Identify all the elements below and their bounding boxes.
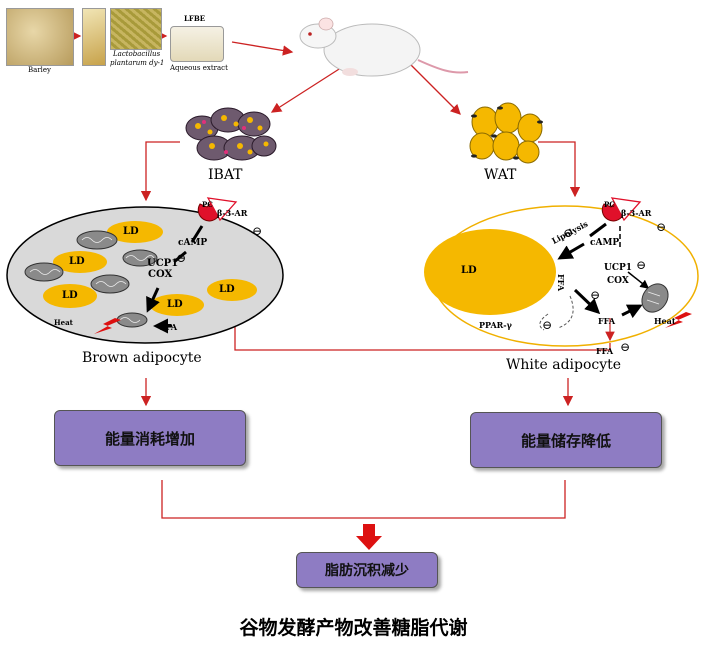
- white-inhibit-5: ⊖: [542, 318, 553, 332]
- white-ffa-vertical: FFA: [556, 274, 566, 292]
- white-receptor-label: β-3-AR: [621, 208, 652, 218]
- white-inhibit-1: ⊖: [656, 220, 667, 234]
- lactobacillus-label-2: plantarum dy-1: [110, 59, 165, 67]
- aqueous-label: Aqueous extract: [170, 64, 228, 72]
- white-cox-label: COX: [607, 276, 629, 286]
- brown-ld-2: LD: [69, 256, 85, 267]
- barley-photo: [6, 8, 74, 66]
- brown-cox-label: COX: [148, 269, 173, 280]
- wat-tissue: [469, 102, 543, 164]
- rat-image: [299, 17, 469, 77]
- lactobacillus-photo: [110, 8, 162, 50]
- brown-ld-1: LD: [123, 226, 139, 237]
- white-inhibit-4: ⊖: [590, 288, 601, 302]
- brown-receptor-label: β-3-AR: [217, 208, 248, 218]
- white-ucp1-label: UCP1: [604, 263, 633, 273]
- brown-heat-label: Heat: [54, 318, 73, 327]
- brown-inhibit-1: ⊖: [252, 224, 263, 238]
- brown-cell-label: Brown adipocyte: [82, 350, 202, 366]
- energy-expenditure-box: 能量消耗增加: [54, 410, 246, 466]
- ibat-tissue: [185, 107, 277, 161]
- white-ffa-label: FFA: [598, 316, 616, 326]
- brown-pc-label: PC: [202, 200, 213, 209]
- barley-label: Barley: [28, 66, 51, 74]
- brown-ld-4: LD: [167, 299, 183, 310]
- fat-deposition-box: 脂肪沉积减少: [296, 552, 438, 588]
- brown-ld-3: LD: [62, 290, 78, 301]
- wheat-photo: [82, 8, 106, 66]
- wat-label: WAT: [484, 167, 517, 183]
- white-inhibit-2: ⊖: [563, 226, 574, 240]
- aqueous-extract-photo: [170, 26, 224, 62]
- white-cell-label: White adipocyte: [506, 357, 622, 373]
- white-heat-label: Heat: [654, 316, 676, 326]
- brown-camp-label: cAMP: [178, 238, 208, 248]
- energy-storage-box: 能量储存降低: [470, 412, 662, 468]
- ibat-label: IBAT: [208, 167, 243, 183]
- white-pc-label: PC: [604, 200, 615, 209]
- white-inhibit-3: ⊖: [636, 258, 647, 272]
- white-camp-label: cAMP: [590, 238, 620, 248]
- brown-ffa-label: FFA: [160, 322, 178, 332]
- brown-ld-5: LD: [219, 284, 235, 295]
- process-arrows: [70, 30, 611, 519]
- lactobacillus-label-1: Lactobacillus: [113, 50, 161, 58]
- white-ppar-label: PPAR-γ: [479, 320, 512, 330]
- white-ffa-out-label: FFA: [596, 346, 614, 356]
- brown-ucp1-label: UCP1: [147, 258, 179, 269]
- big-down-arrow: [356, 524, 382, 550]
- brown-inhibit-2: ⊖: [176, 251, 187, 265]
- white-ld-label: LD: [461, 265, 477, 276]
- white-adipocyte-cell: [424, 197, 699, 347]
- lfbe-label: LFBE: [184, 14, 206, 23]
- brown-adipocyte-cell: [6, 197, 284, 344]
- white-inhibit-6: ⊖: [620, 340, 631, 354]
- figure-caption: 谷物发酵产物改善糖脂代谢: [239, 617, 468, 639]
